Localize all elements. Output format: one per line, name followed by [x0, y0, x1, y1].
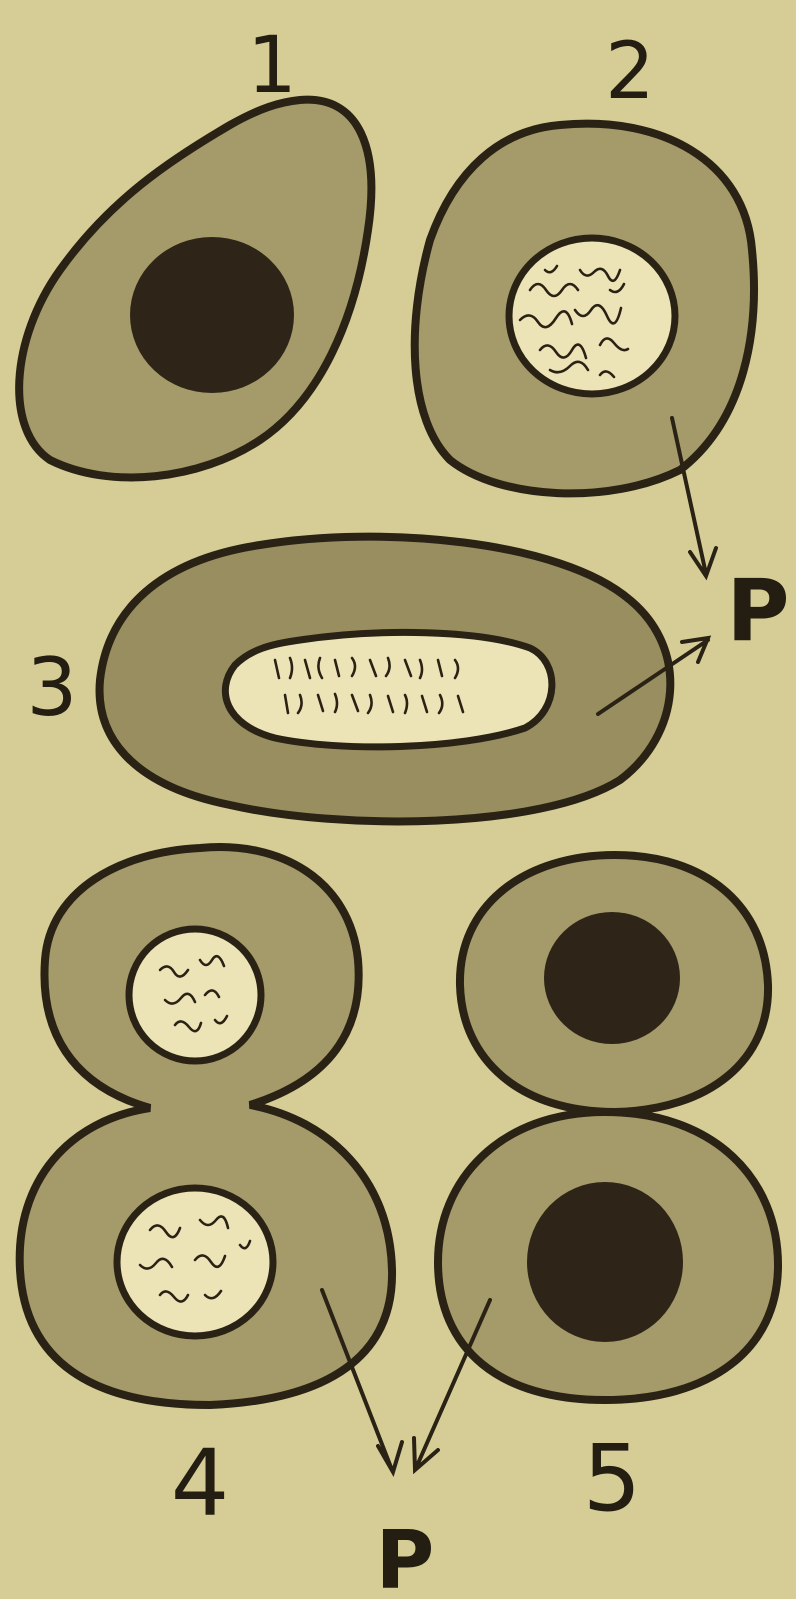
- label-1: 1: [247, 21, 297, 111]
- cell-5-lower-nucleus: [527, 1182, 683, 1342]
- cell-3-nucleus: [225, 632, 552, 746]
- label-5: 5: [583, 1425, 642, 1532]
- label-p-bottom: P: [376, 1514, 435, 1599]
- label-4: 4: [171, 1430, 230, 1537]
- label-3: 3: [27, 641, 78, 734]
- cell-4-lower-nucleus: [117, 1188, 273, 1336]
- cell-3: [100, 537, 671, 822]
- label-p-top: P: [726, 561, 789, 661]
- cell-2: [415, 124, 754, 494]
- cell-5: [438, 855, 778, 1400]
- cell-1-nucleus: [130, 237, 294, 393]
- cell-4-upper-nucleus: [129, 929, 261, 1061]
- cell-1: [19, 100, 371, 478]
- label-2: 2: [605, 27, 655, 117]
- cell-5-upper-nucleus: [544, 912, 680, 1044]
